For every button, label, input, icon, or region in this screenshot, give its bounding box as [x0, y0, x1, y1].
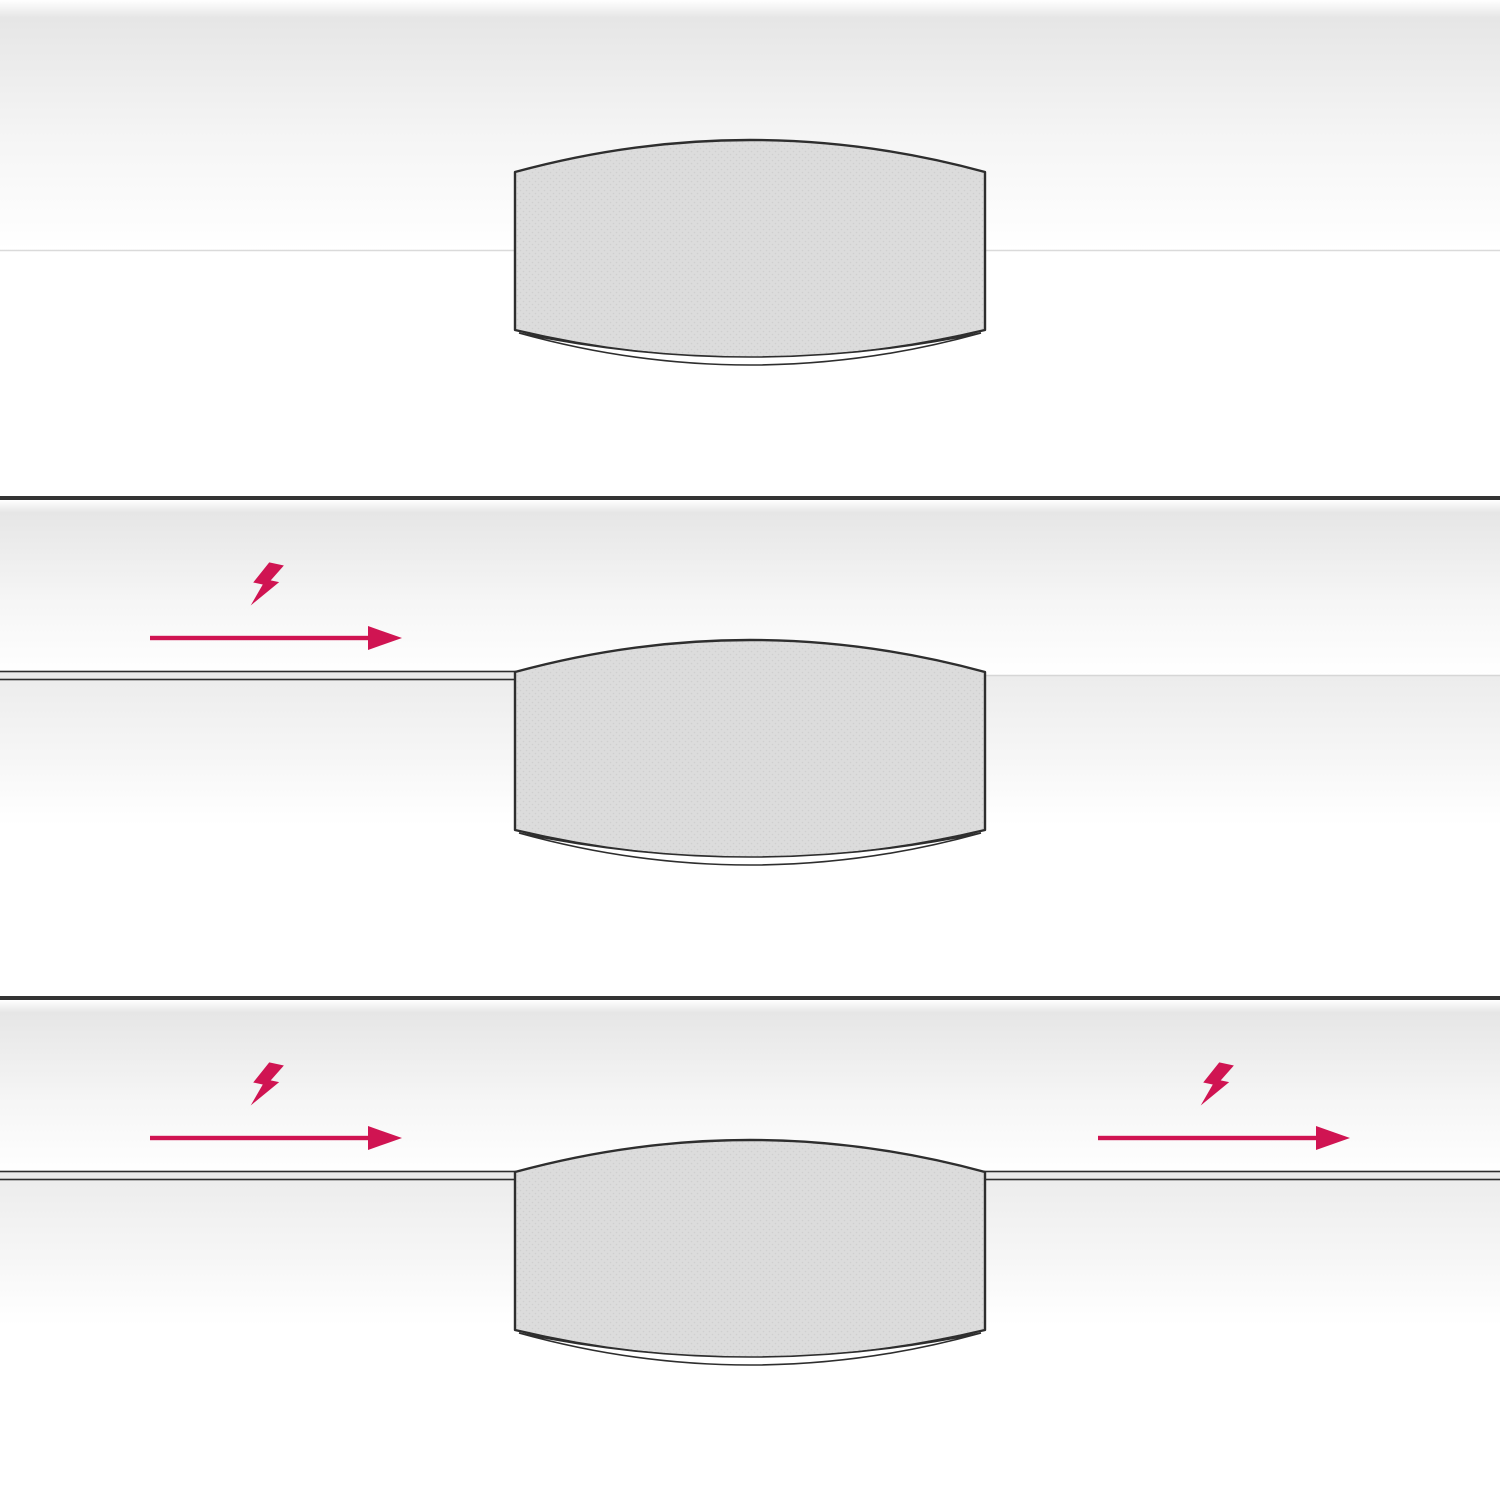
drum-lampshade	[513, 1138, 987, 1367]
panel-top-lampshade	[0, 0, 1500, 367]
panel-middle-cable-left	[0, 500, 1500, 867]
drum-lampshade	[513, 638, 987, 867]
power-cable-left	[0, 670, 518, 681]
panel-divider	[0, 996, 1500, 1001]
power-cable-left	[0, 1170, 518, 1181]
panel-bottom-cable-through	[0, 1000, 1500, 1367]
power-cable-right	[982, 1170, 1500, 1181]
drum-lampshade	[513, 138, 987, 367]
panel-divider	[0, 496, 1500, 501]
